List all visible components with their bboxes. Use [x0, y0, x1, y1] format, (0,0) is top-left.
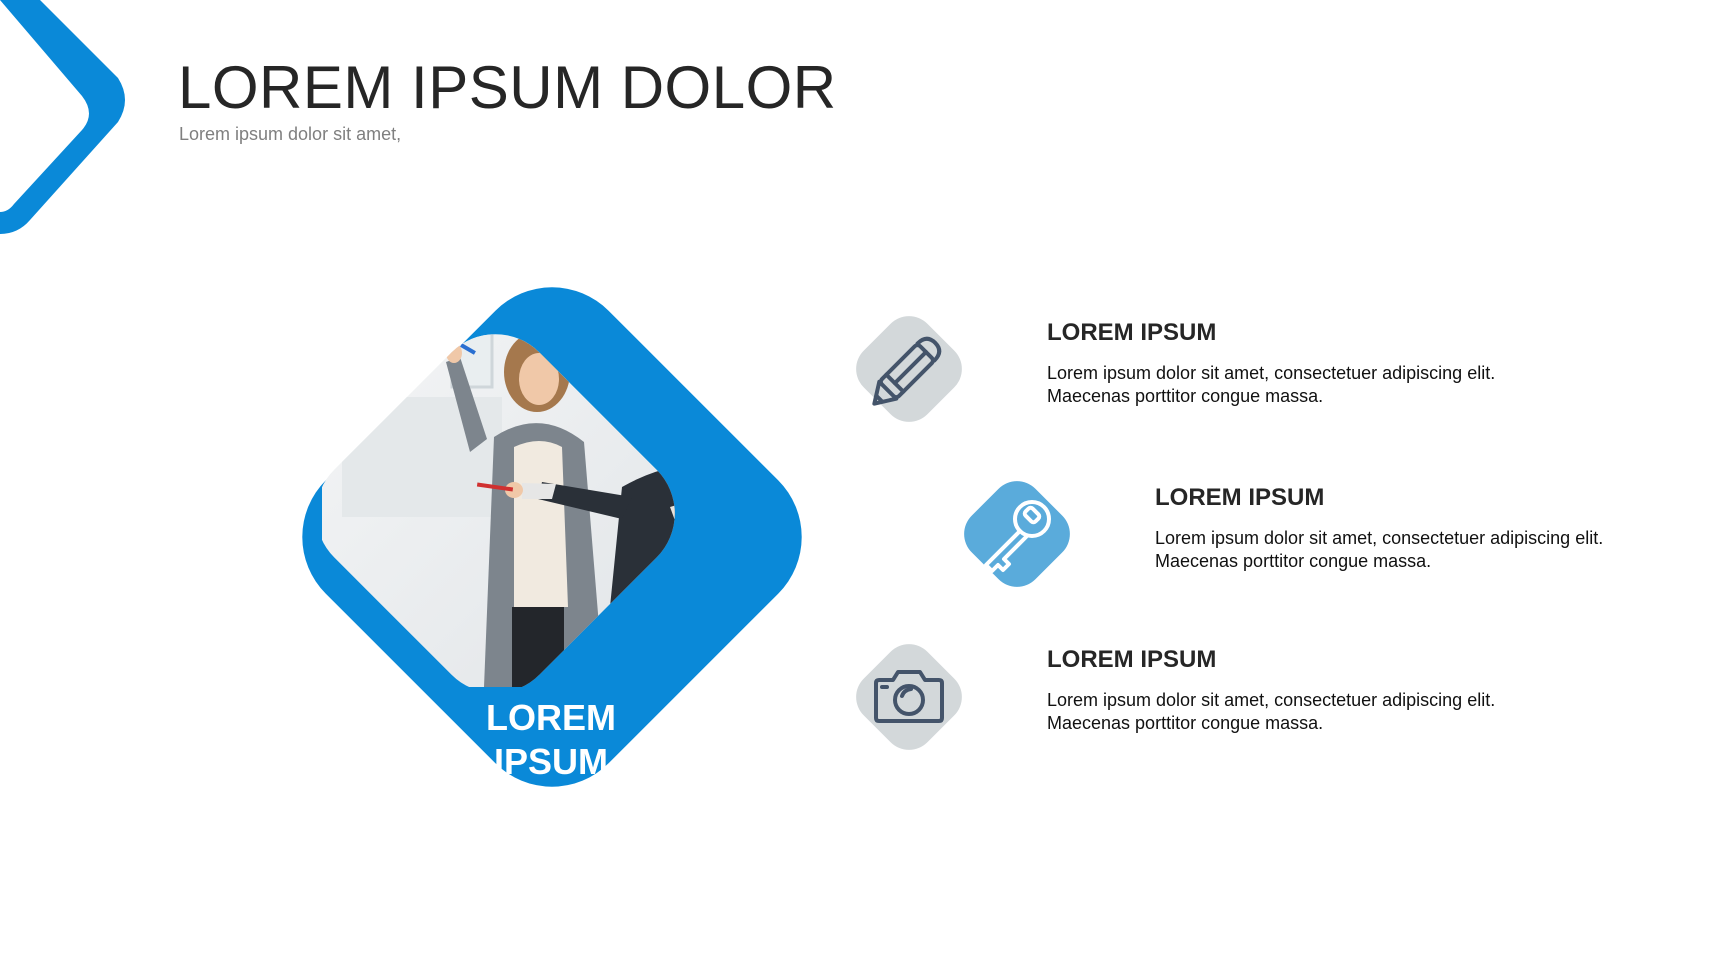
- feature-body-3: Lorem ipsum dolor sit amet, consectetuer…: [1047, 690, 1496, 733]
- pencil-icon: [872, 336, 942, 406]
- feature-tile-pencil: [856, 316, 962, 422]
- feature-body-2: Lorem ipsum dolor sit amet, consectetuer…: [1155, 528, 1604, 571]
- page-subtitle: Lorem ipsum dolor sit amet,: [179, 124, 402, 144]
- feature-title-2: LOREM IPSUM: [1155, 484, 1325, 511]
- hero-label-line2: IPSUM: [493, 741, 608, 782]
- corner-chevron-decoration: [0, 0, 125, 234]
- page-title: LOREM IPSUM DOLOR: [178, 54, 837, 121]
- key-icon: [984, 500, 1051, 573]
- hero-diamond: [302, 287, 802, 787]
- feature-tile-key: [964, 481, 1070, 587]
- feature-title-3: LOREM IPSUM: [1047, 646, 1217, 673]
- feature-body-1: Lorem ipsum dolor sit amet, consectetuer…: [1047, 363, 1496, 406]
- feature-tile-camera: [856, 644, 962, 750]
- camera-icon: [874, 670, 944, 723]
- feature-title-1: LOREM IPSUM: [1047, 319, 1217, 346]
- hero-label-line1: LOREM: [486, 697, 616, 738]
